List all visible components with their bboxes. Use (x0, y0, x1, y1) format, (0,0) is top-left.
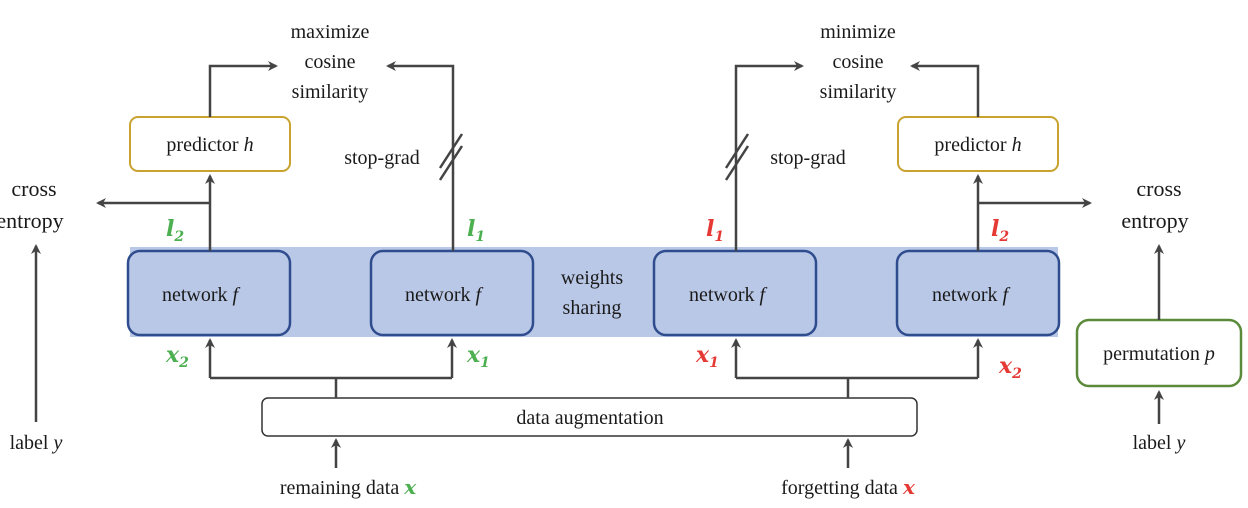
stop-grad-mark-left-b (438, 145, 464, 181)
fork-right (736, 376, 978, 398)
var-x1-left: x1 (466, 342, 490, 371)
var-l2-left: l2 (166, 216, 184, 245)
maximize-similarity-text: similarity (292, 81, 369, 103)
predictor-label-left: predictor h (166, 134, 253, 156)
arrow-l1-to-minimize (734, 61, 804, 251)
var-x2-left: x2 (165, 342, 189, 371)
var-x1-right: x1 (695, 342, 719, 371)
label-y-right: label y (1133, 432, 1186, 454)
var-l2-right: l2 (991, 216, 1009, 245)
arrow-predictor-to-maximize (208, 61, 278, 117)
maximize-cosine-text: cosine (304, 51, 355, 73)
network-label-2: network f (405, 284, 484, 306)
stop-grad-mark-left-a (438, 133, 464, 169)
cross-entropy-right-2: entropy (1121, 208, 1188, 233)
label-y-left: label y (10, 432, 63, 454)
cross-entropy-left-1: cross (11, 176, 56, 201)
stop-grad-label-right: stop-grad (770, 147, 846, 169)
remaining-data-label: remaining data x (280, 475, 417, 499)
stop-grad-mark-right-a (724, 133, 750, 169)
var-x2-right: x2 (998, 353, 1022, 382)
stop-grad-mark-right-b (724, 145, 750, 181)
cross-entropy-left-2: entropy (0, 208, 64, 233)
minimize-similarity-text: similarity (820, 81, 897, 103)
minimize-cosine-text: cosine (832, 51, 883, 73)
var-l1-left: l1 (467, 216, 485, 245)
data-augmentation-label: data augmentation (516, 407, 663, 429)
network-label-3: network f (689, 284, 768, 306)
data-augmentation-box (261, 397, 918, 437)
var-l1-right: l1 (706, 216, 724, 245)
arrow-predictor-to-minimize (910, 61, 980, 117)
forgetting-data-label: forgetting data x (781, 475, 916, 499)
minimize-text: minimize (820, 21, 896, 43)
maximize-text: maximize (291, 21, 370, 43)
weights-sharing-label-2: sharing (563, 297, 622, 319)
network-label-4: network f (932, 284, 1011, 306)
arrow-l1-to-maximize (386, 61, 455, 251)
permutation-label: permutation p (1103, 343, 1215, 365)
network-label-1: network f (162, 284, 241, 306)
stop-grad-label-left: stop-grad (344, 147, 420, 169)
cross-entropy-right-1: cross (1136, 176, 1181, 201)
weights-sharing-label-1: weights (561, 267, 623, 289)
fork-left (210, 376, 452, 398)
predictor-label-right: predictor h (934, 134, 1021, 156)
